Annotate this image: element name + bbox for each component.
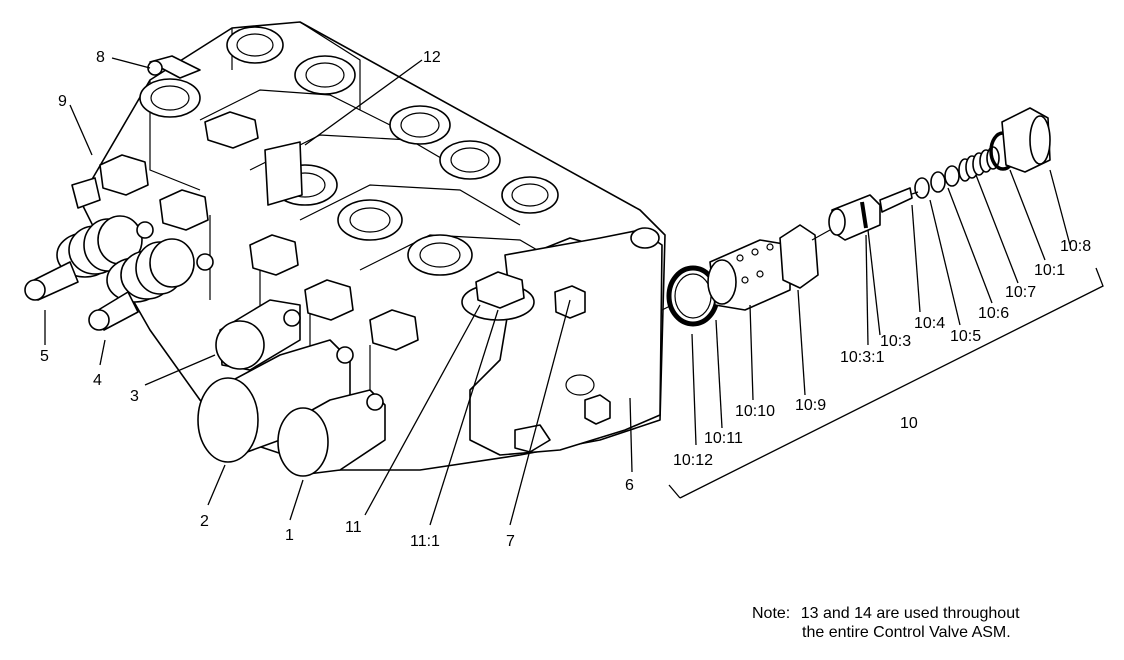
callout-10-3: 10:3 bbox=[880, 333, 911, 350]
callout-10-11: 10:11 bbox=[704, 430, 743, 447]
boot-5 bbox=[24, 215, 143, 301]
callout-6: 6 bbox=[625, 477, 634, 494]
callout-12: 12 bbox=[423, 49, 441, 66]
hex-nut-10-9 bbox=[779, 224, 819, 289]
callout-labels: 8 9 12 5 4 3 2 1 11 11:1 7 6 10 10:12 10… bbox=[40, 49, 1091, 550]
callout-11: 11 bbox=[345, 519, 362, 536]
hex-plugs bbox=[99, 111, 601, 351]
plug-11 bbox=[461, 271, 535, 321]
callout-9: 9 bbox=[58, 93, 67, 110]
callout-5: 5 bbox=[40, 348, 49, 365]
note-prefix: Note: bbox=[752, 605, 791, 622]
callout-10-5: 10:5 bbox=[950, 328, 981, 345]
boot-4 bbox=[88, 238, 195, 331]
spring-10-7 bbox=[958, 146, 1000, 182]
fitting-9 bbox=[71, 177, 101, 209]
footnote: Note: 13 and 14 are used throughout the … bbox=[752, 604, 1092, 642]
callout-8: 8 bbox=[96, 49, 105, 66]
note-line-2: the entire Control Valve ASM. bbox=[802, 624, 1011, 641]
spool-boots bbox=[24, 215, 214, 331]
solenoid-assemblies bbox=[197, 299, 386, 477]
callout-10-4: 10:4 bbox=[914, 315, 945, 332]
note-line-1: 13 and 14 are used throughout bbox=[800, 605, 1020, 622]
relief-valve-exploded bbox=[661, 107, 1051, 327]
callout-1: 1 bbox=[285, 527, 294, 544]
callout-7: 7 bbox=[506, 533, 515, 550]
washer-10-4 bbox=[914, 177, 930, 199]
callout-10-8: 10:8 bbox=[1060, 238, 1091, 255]
callout-11-1: 11:1 bbox=[410, 533, 440, 550]
callout-10-9: 10:9 bbox=[795, 397, 826, 414]
bolt-8 bbox=[149, 55, 201, 79]
callout-10-6: 10:6 bbox=[978, 305, 1009, 322]
callout-10-12: 10:12 bbox=[673, 452, 713, 469]
callout-3: 3 bbox=[130, 388, 139, 405]
callout-10: 10 bbox=[900, 415, 918, 432]
callout-2: 2 bbox=[200, 513, 209, 530]
washer-10-5 bbox=[930, 171, 946, 193]
callout-4: 4 bbox=[93, 372, 102, 389]
callout-10-1: 10:1 bbox=[1034, 262, 1065, 279]
callout-10-3-1: 10:3:1 bbox=[840, 349, 885, 366]
callout-10-10: 10:10 bbox=[735, 403, 775, 420]
callout-10-7: 10:7 bbox=[1005, 284, 1036, 301]
bracket-12 bbox=[264, 141, 303, 206]
leader-lines bbox=[44, 57, 1104, 526]
